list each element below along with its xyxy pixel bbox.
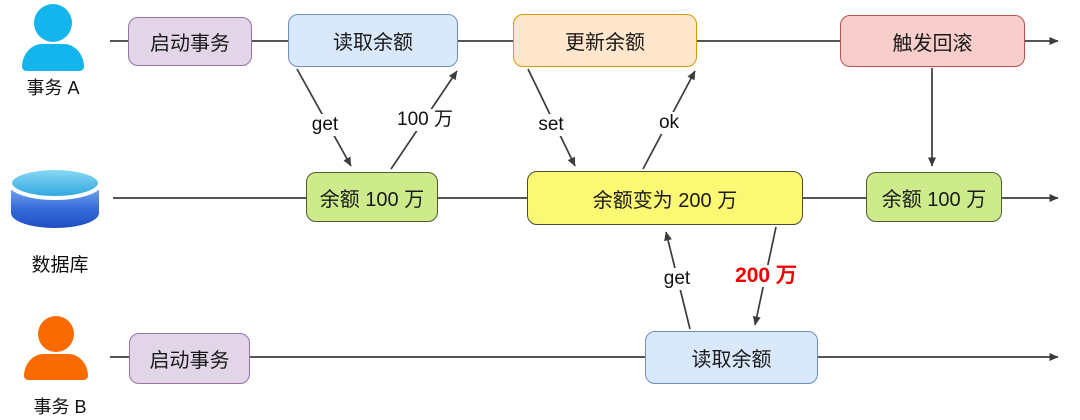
node-b-start: 启动事务 xyxy=(129,333,250,384)
edge-label-a-ok: ok xyxy=(651,112,687,134)
node-db-balance-2: 余额变为 200 万 xyxy=(527,171,803,225)
node-db-balance-1: 余额 100 万 xyxy=(306,172,438,222)
actor-label-db: 数据库 xyxy=(31,255,89,276)
actor-label-a: 事务 A xyxy=(26,78,80,98)
user-b-torso xyxy=(24,354,88,380)
edge-label-a-get: get xyxy=(305,114,345,136)
edge-label-b-result: 200 万 xyxy=(724,265,808,287)
user-a-head xyxy=(34,4,72,42)
user-a-torso xyxy=(22,44,84,71)
node-a-start: 启动事务 xyxy=(128,17,252,66)
user-b-icon xyxy=(24,316,88,380)
node-b-read: 读取余额 xyxy=(645,331,818,384)
node-a-read: 读取余额 xyxy=(288,14,458,67)
user-a-icon xyxy=(22,4,84,71)
node-a-update: 更新余额 xyxy=(513,14,697,67)
node-a-rollback: 触发回滚 xyxy=(840,15,1025,67)
edge-label-b-get: get xyxy=(657,268,697,290)
user-b-head xyxy=(38,316,74,352)
actor-label-b: 事务 B xyxy=(33,397,87,417)
node-db-balance-3: 余额 100 万 xyxy=(866,172,1002,222)
edge-label-a-set: set xyxy=(531,114,571,136)
edge-label-a-result: 100 万 xyxy=(383,109,467,131)
database-icon xyxy=(6,166,104,235)
